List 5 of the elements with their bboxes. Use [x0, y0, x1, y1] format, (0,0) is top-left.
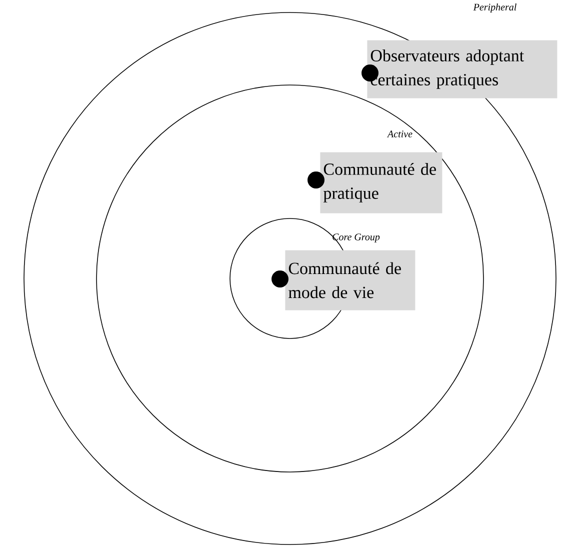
ring-label: Core Group	[332, 234, 380, 242]
ring-label: Active	[386, 130, 412, 138]
label-box: Communauté de pratique	[320, 152, 442, 214]
label-box: Communauté de mode de vie	[285, 250, 416, 310]
ring-label: Peripheral	[473, 3, 516, 13]
